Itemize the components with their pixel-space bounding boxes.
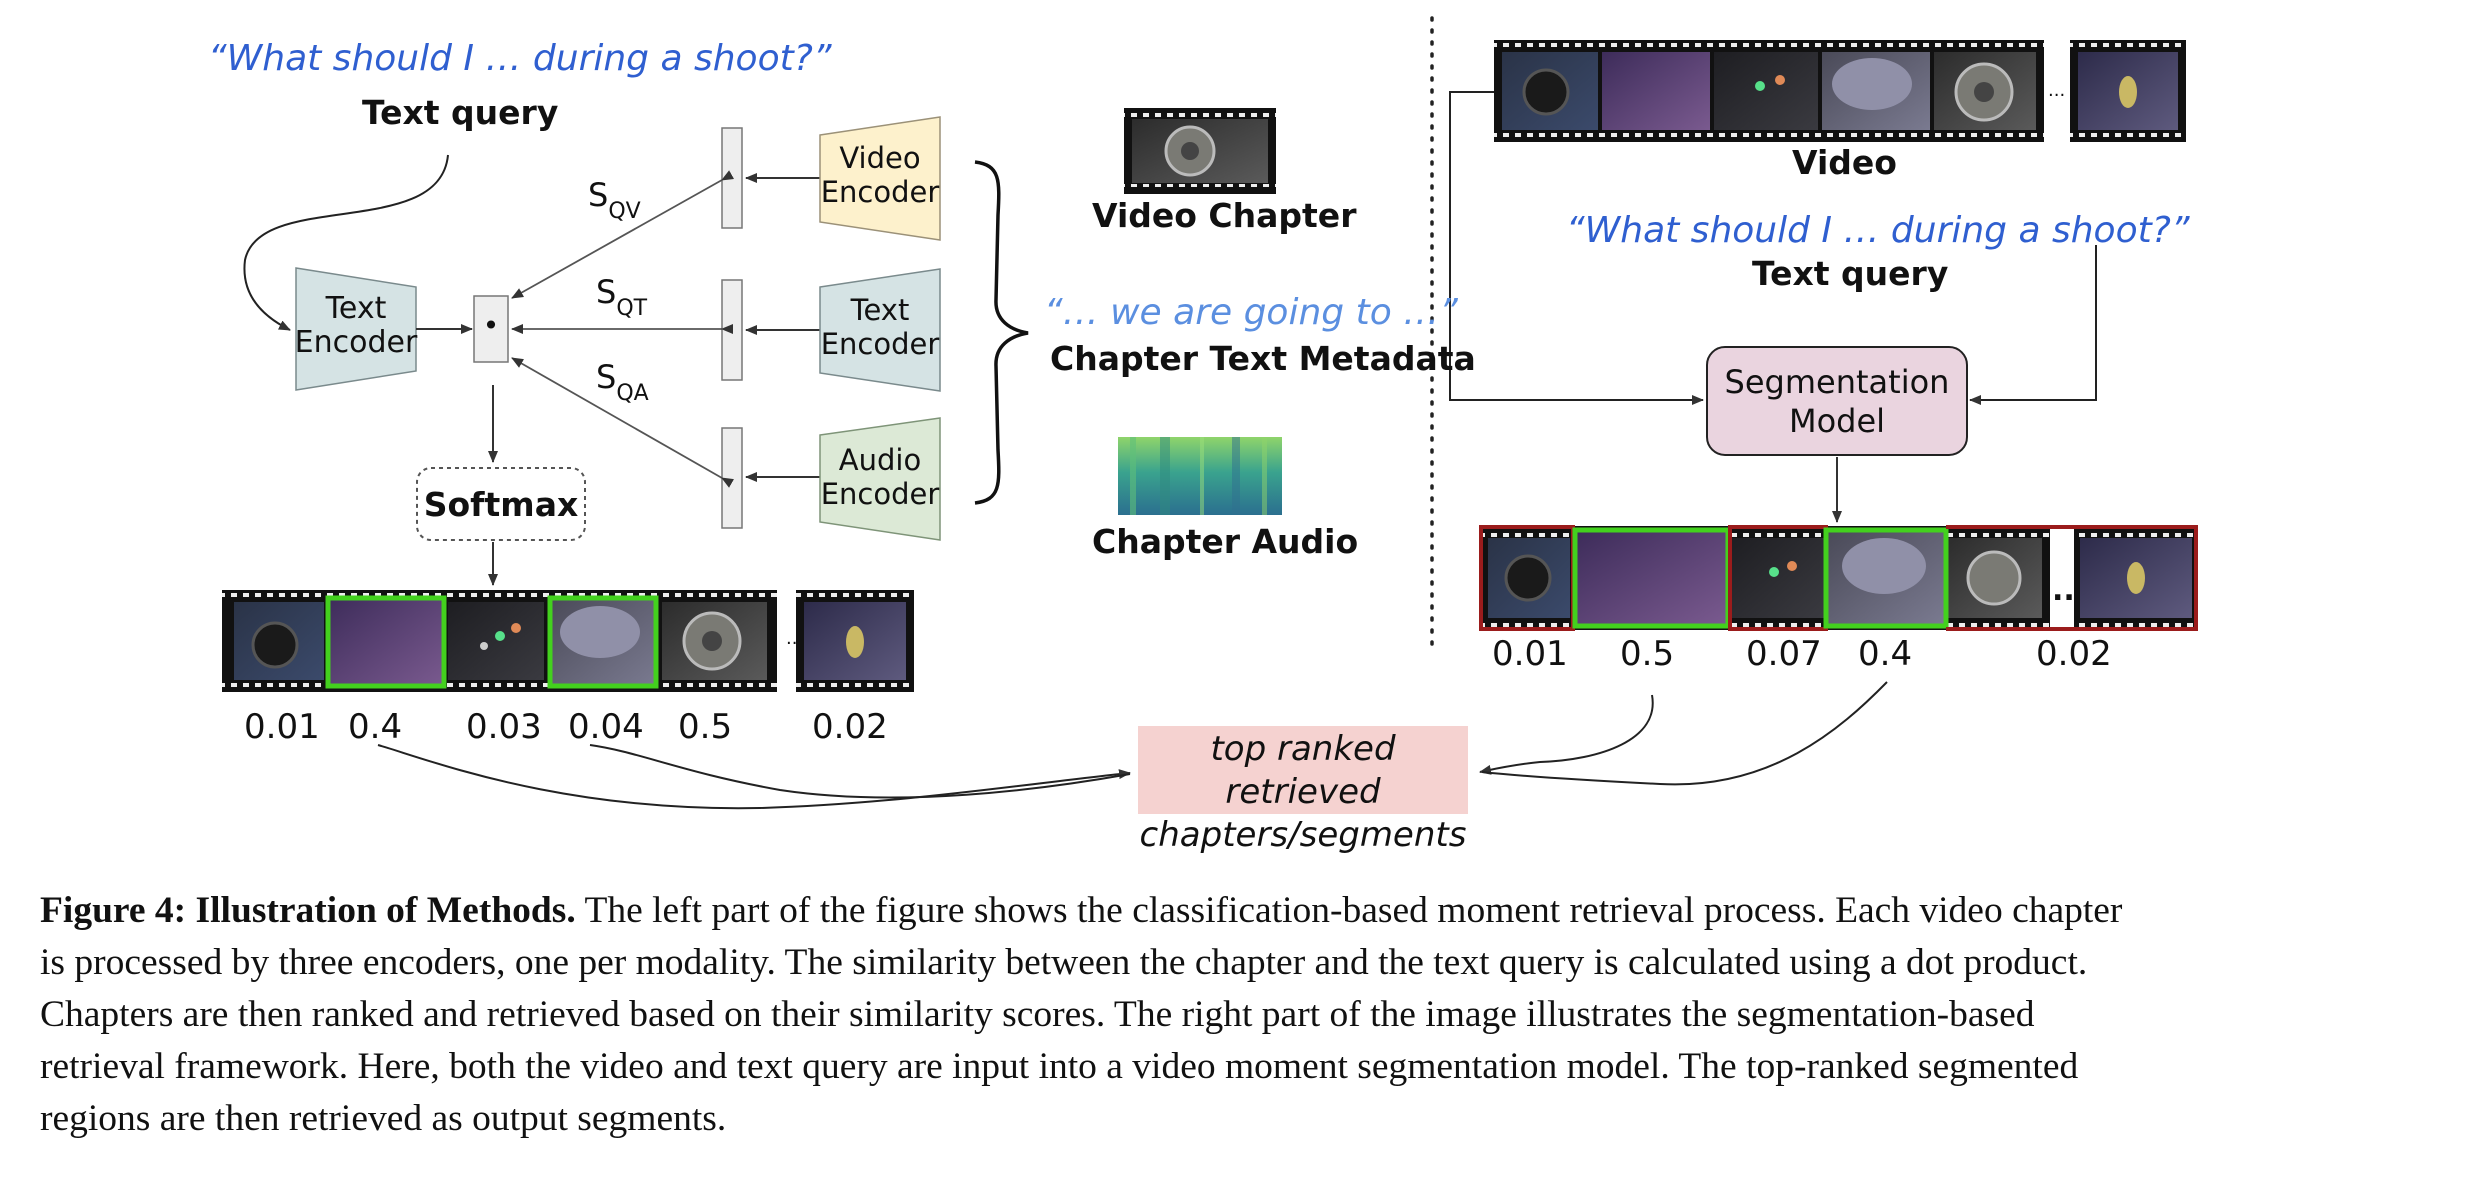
diagram: Text Encoder • SQV SQT SQA Video Encoder… [222,16,2198,814]
chapter-audio-label: Chapter Audio [1092,522,1359,561]
camera-lens-icon [251,621,299,669]
s-qv-label: SQV [588,176,641,224]
text-encoder2-label-1: Text [850,293,910,327]
right-segment-ellipsis: .. [2052,573,2075,608]
caption-line-5: regions are then retrieved as output seg… [40,1098,727,1139]
right-segmented-film-strip [1479,525,2198,631]
video-encoder-label-2: Encoder [821,175,940,209]
left-highlight-2 [547,595,659,689]
left-score-6: 0.02 [812,707,888,747]
left-score-5: 0.5 [678,707,733,747]
left-highlight-1 [325,595,447,689]
left-film-strip [222,590,777,692]
softmax-label: Softmax [424,485,579,524]
text-encoder-label-1: Text [325,291,387,326]
caption-lead: Figure 4: Illustration of Methods. [40,890,576,931]
s-qa-arrow [511,357,735,488]
retrieved-label: top ranked retrieved chapters/segments [1138,728,1468,857]
video-encoder-label-1: Video [839,141,920,175]
right-query-label: Text query [1752,254,1949,293]
text-encoder-label-2: Encoder [295,325,418,360]
retrieved-label-line-1: top ranked retrieved [1210,729,1396,812]
caption-line-2: is processed by three encoders, one per … [40,942,2088,983]
right-video-ellipsis: ... [2048,80,2065,101]
retrieved-box [1138,726,1468,814]
text-encoder-shape [295,267,417,391]
left-query-quote: “What should I … during a shoot?” [208,38,832,79]
query-to-model-arrow [1969,245,2097,405]
chapter-audio-spectrogram [1118,437,1282,515]
left-frame-hand [328,598,444,686]
figure-caption: Figure 4: Illustration of Methods. The l… [40,885,2440,1145]
right-video-film-strip [1494,40,2044,142]
retrieved-label-line-2: chapters/segments [1139,815,1467,855]
caption-line-4: retrieval framework. Here, both the vide… [40,1046,2079,1087]
audio-encoder-label-1: Audio [839,443,921,477]
right-retrieval-arrow-1 [1479,694,1654,775]
right-score-3: 0.07 [1746,634,1822,674]
right-retrieval-arrow-2 [1481,681,1888,786]
right-score-5: 0.02 [2036,634,2112,674]
text-encoder2-label-2: Encoder [821,327,940,361]
audio-encoder-shape [819,417,941,541]
video-encoder-shape [819,116,941,241]
dot-symbol: • [483,309,500,342]
segmentation-model-label-1: Segmentation [1725,363,1950,401]
text-embedding-bar [721,279,743,381]
right-score-4: 0.4 [1858,634,1913,674]
softmax-box [416,467,586,541]
metadata-quote: “… we are going to …” [1044,292,1458,333]
caption-line-1: Figure 4: Illustration of Methods. The l… [40,885,2440,937]
left-score-1: 0.01 [244,707,320,747]
audio-encoder-label-2: Encoder [821,477,940,511]
segment-border-3 [1946,525,2198,631]
right-video-label: Video [1792,143,1897,182]
right-query-quote: “What should I … during a shoot?” [1566,210,2190,251]
left-score-3: 0.03 [466,707,542,747]
right-score-2: 0.5 [1620,634,1675,674]
metadata-label: Chapter Text Metadata [1050,339,1476,378]
segmentation-model-box [1706,346,1968,456]
left-retrieval-arrow-1 [377,744,1131,810]
video-embedding-bar [721,127,743,229]
left-query-label: Text query [362,93,559,132]
query-to-encoder-arrow [243,154,449,331]
right-score-1: 0.01 [1492,634,1568,674]
s-qt-label: SQT [596,273,648,321]
left-score-4: 0.04 [568,707,644,747]
text-encoder2-shape [819,268,941,392]
dot-product-box [473,295,509,363]
left-retrieval-arrow-2 [589,744,1131,799]
left-film-last-frame [796,590,914,692]
modality-brace [974,160,1029,505]
video-chapter-thumbnail [1124,108,1276,194]
s-qa-label: SQA [596,358,649,406]
video-to-model-arrow [1449,91,1704,405]
video-chapter-label: Video Chapter [1092,196,1357,235]
caption-line-3: Chapters are then ranked and retrieved b… [40,994,2035,1035]
segmentation-model-label-2: Model [1789,402,1885,440]
caption-text-1: The left part of the figure shows the cl… [584,890,2123,931]
right-video-last-frame [2070,40,2186,142]
audio-embedding-bar [721,427,743,529]
left-frame-recorder [448,602,544,680]
segment-highlight-2 [1823,527,1949,629]
left-score-2: 0.4 [348,707,403,747]
s-qv-arrow [511,170,735,299]
